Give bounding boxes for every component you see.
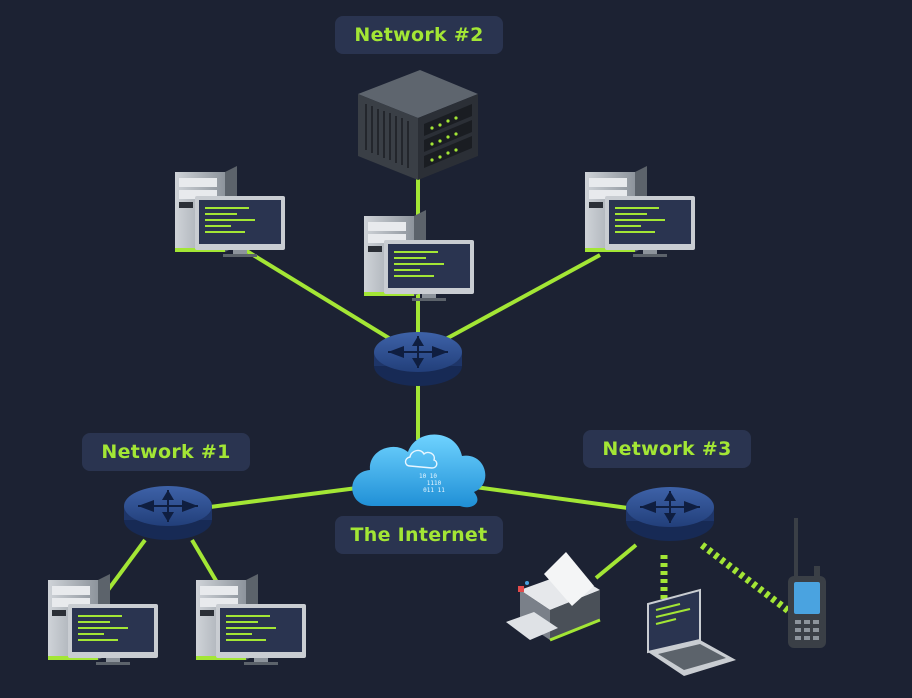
network-1-label: Network #1 xyxy=(82,433,250,471)
network-3-label: Network #3 xyxy=(583,430,751,468)
router-icon xyxy=(373,331,463,387)
desktop-computer-icon xyxy=(174,165,286,258)
router-icon xyxy=(123,485,213,541)
two-way-radio-icon xyxy=(788,518,826,648)
link-internet-router1 xyxy=(209,485,366,509)
cloud-binary-text: 1110 xyxy=(427,480,442,487)
router-icon xyxy=(625,486,715,542)
link-pc-left-router2 xyxy=(243,248,394,342)
server-icon xyxy=(358,70,478,180)
link-router1-pc2 xyxy=(190,538,220,586)
links xyxy=(106,175,638,592)
desktop-computer-icon xyxy=(584,165,696,258)
wireless-link-radio xyxy=(699,542,793,615)
printer-icon xyxy=(506,552,601,642)
network-2-label: Network #2 xyxy=(335,16,503,54)
link-router1-pc1 xyxy=(106,538,147,592)
link-router3-printer xyxy=(594,543,638,580)
desktop-computer-icon xyxy=(47,573,159,666)
desktop-computer-icon xyxy=(195,573,307,666)
internet-label: The Internet xyxy=(335,516,503,554)
cloud-binary-text: 011 11 xyxy=(423,487,445,494)
desktop-computer-icon xyxy=(363,209,475,302)
cloud-icon: 10 10 1110 011 11 xyxy=(352,434,486,508)
link-pc-right-router2 xyxy=(443,253,601,342)
laptop-icon xyxy=(647,588,736,676)
link-internet-router3 xyxy=(474,485,629,510)
cloud-binary-text: 10 10 xyxy=(419,473,437,480)
